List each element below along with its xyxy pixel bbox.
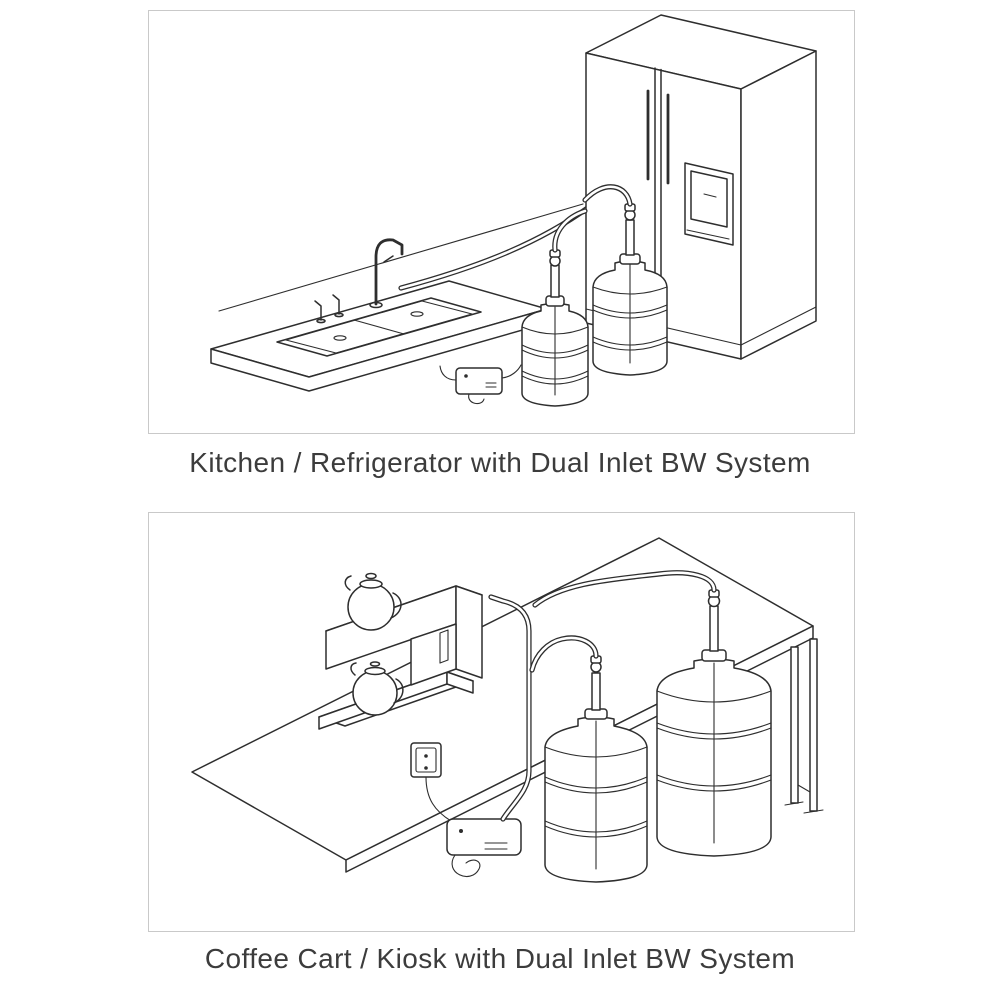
carafe-spout — [350, 662, 357, 676]
coffee-cart-illustration — [191, 537, 824, 883]
sink-drain — [333, 335, 347, 341]
water-bottle-front — [521, 249, 589, 407]
pump-led — [464, 374, 468, 378]
pump-led — [459, 829, 463, 833]
water-bottle-front — [544, 655, 648, 883]
wall-line — [218, 203, 584, 312]
table-leg — [809, 638, 818, 812]
power-outlet — [410, 742, 452, 822]
power-cord-loop — [451, 854, 481, 878]
bottle-hoses — [552, 184, 633, 253]
bw-pump — [446, 818, 522, 878]
coffee-carafe-top — [344, 572, 402, 631]
carafe-handle — [393, 678, 404, 704]
supply-tubing — [488, 570, 717, 822]
kitchen-counter-sink — [210, 238, 548, 392]
ice-water-dispenser — [684, 162, 734, 246]
power-cord — [468, 393, 485, 405]
supply-tubing-wall — [398, 204, 592, 291]
water-bottle-rear — [656, 589, 772, 857]
brewer-vent-slot — [439, 629, 449, 664]
faucet — [369, 238, 404, 309]
kitchen-figure-panel — [148, 10, 855, 434]
sink-drain — [410, 311, 424, 317]
power-cord — [425, 776, 452, 822]
kitchen-illustration — [210, 14, 817, 407]
coffee-figure-panel — [148, 512, 855, 932]
soap-dispenser — [314, 294, 344, 324]
bw-pump — [439, 364, 522, 405]
coffee-caption: Coffee Cart / Kiosk with Dual Inlet BW S… — [204, 943, 796, 974]
kitchen-caption: Kitchen / Refrigerator with Dual Inlet B… — [189, 447, 811, 478]
carafe-spout — [344, 575, 352, 591]
water-bottle-rear — [592, 203, 668, 376]
coffee-carafe-bottom — [350, 661, 404, 716]
carafe-handle — [390, 592, 402, 619]
table-leg — [790, 646, 799, 804]
coffee-brewer — [318, 572, 483, 730]
